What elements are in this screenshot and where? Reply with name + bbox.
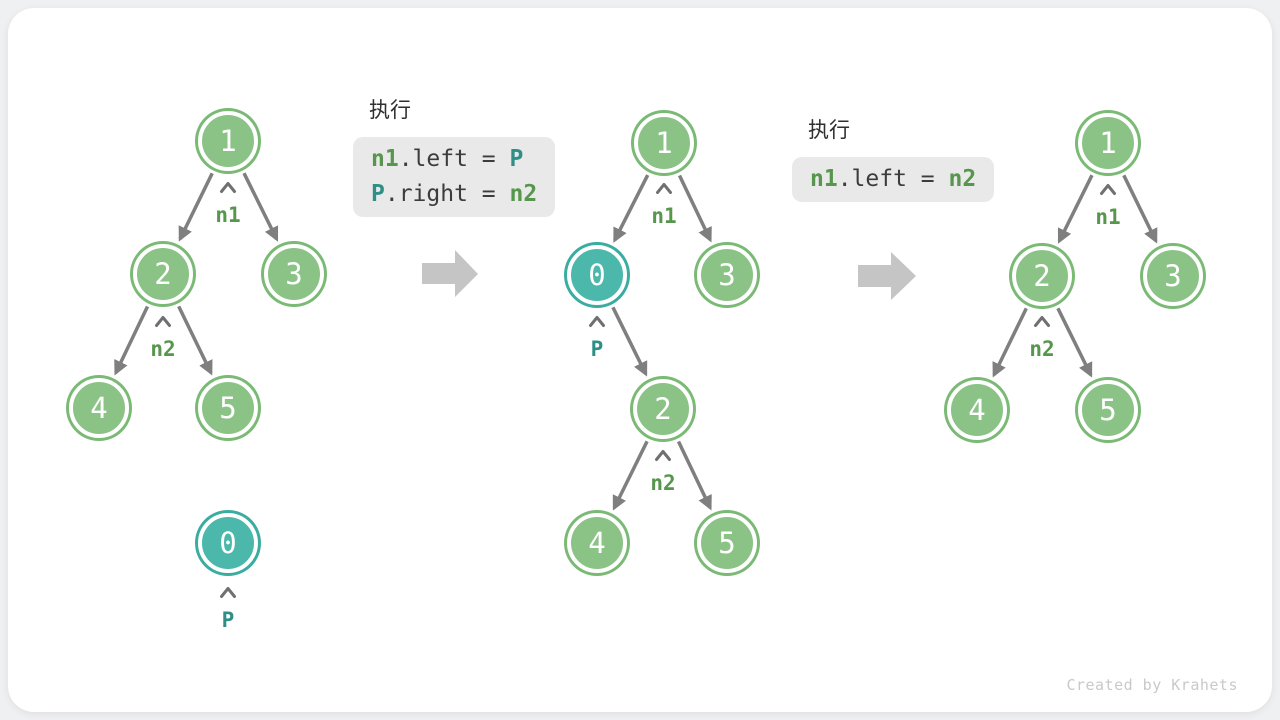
exec-title-1: 执行	[369, 98, 411, 122]
tree-during-node-0: 0	[567, 245, 627, 305]
tree-before-edge-2-5	[177, 305, 213, 376]
tree-after-pointer-n2-caret-icon	[1034, 316, 1050, 327]
code-line: n1.left = n2	[810, 162, 976, 197]
tree-during-edge-1-0	[613, 174, 650, 243]
tree-after-pointer-n1-caret-icon	[1100, 184, 1116, 195]
code-token: P	[509, 146, 524, 172]
tree-before-pointer-n2-caret-icon	[155, 316, 171, 327]
tree-after-edge-2-4	[992, 307, 1028, 378]
step2-transition-arrow-icon	[858, 252, 916, 300]
tree-before-node-2: 2	[133, 244, 193, 304]
tree-before-node-1: 1	[198, 111, 258, 171]
tree-during-edge-1-3	[677, 174, 712, 243]
tree-before-pointer-P-label: P	[221, 608, 235, 632]
tree-before-pointer-n2-label: n2	[150, 337, 176, 361]
code-token: .left =	[398, 146, 510, 172]
code-box-2: n1.left = n2	[792, 157, 995, 202]
tree-before-node-0: 0	[198, 513, 258, 573]
tree-during-node-4: 4	[567, 513, 627, 573]
tree-during-pointer-n2-caret-icon	[655, 450, 671, 461]
tree-during-pointer-n1-label: n1	[651, 204, 677, 228]
tree-after-pointer-n1-label: n1	[1095, 205, 1121, 229]
tree-after-node-1: 1	[1078, 113, 1138, 173]
tree-before-pointer-n1-label: n1	[215, 203, 241, 227]
tree-during-pointer-n1-caret-icon	[656, 183, 672, 194]
tree-after-node-4: 4	[947, 380, 1007, 440]
tree-before-edge-1-2	[178, 172, 214, 242]
exec-title-2: 执行	[808, 118, 850, 142]
tree-before-node-5: 5	[198, 378, 258, 438]
code-line: P.right = n2	[371, 177, 537, 212]
watermark: Created by Krahets	[1066, 676, 1238, 694]
tree-after-node-3: 3	[1143, 246, 1203, 306]
code-token: P	[371, 181, 385, 207]
code-token: n2	[509, 181, 538, 207]
tree-before-pointer-P-caret-icon	[220, 587, 236, 598]
tree-during-node-1: 1	[634, 113, 694, 173]
tree-after-edge-2-5	[1056, 307, 1093, 378]
code-token: .right =	[384, 181, 510, 207]
tree-during-node-5: 5	[697, 513, 757, 573]
tree-during-edge-0-2	[611, 306, 648, 377]
tree-before-pointer-n1-caret-icon	[220, 182, 236, 193]
tree-before-edge-1-3	[242, 172, 279, 242]
tree-during-node-3: 3	[697, 245, 757, 305]
tree-during-pointer-P-label: P	[590, 337, 604, 361]
tree-after-edge-1-3	[1122, 174, 1158, 244]
exec-step-2: 执行 n1.left = n2	[792, 114, 995, 202]
code-token: .left =	[837, 166, 949, 192]
step1-transition-arrow-icon	[422, 250, 478, 297]
tree-during-edge-2-5	[676, 440, 712, 511]
tree-after-node-5: 5	[1078, 380, 1138, 440]
tree-after-node-2: 2	[1012, 246, 1072, 306]
tree-after-pointer-n2-label: n2	[1029, 337, 1055, 361]
code-line: n1.left = P	[371, 142, 537, 177]
tree-before-node-4: 4	[69, 378, 129, 438]
code-token: n1	[810, 166, 838, 192]
tree-during-edge-2-4	[612, 440, 649, 511]
tree-after-edge-1-2	[1057, 174, 1094, 244]
code-token: n2	[948, 166, 977, 192]
tree-during-node-2: 2	[633, 379, 693, 439]
code-token: n1	[371, 146, 399, 172]
tree-during-pointer-n2-label: n2	[650, 471, 676, 495]
tree-before-edge-2-4	[114, 305, 150, 376]
tree-during-pointer-P-caret-icon	[589, 316, 605, 327]
tree-before-node-3: 3	[264, 244, 324, 304]
